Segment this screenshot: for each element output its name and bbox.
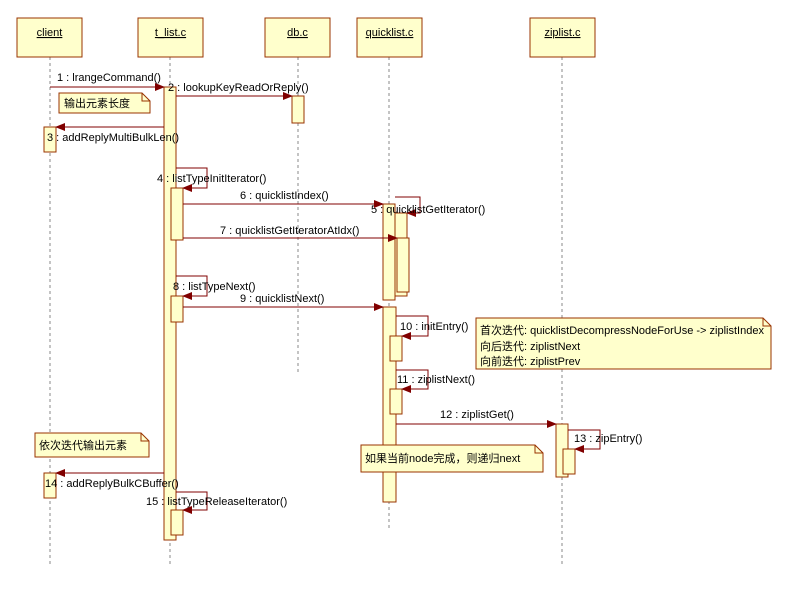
message-3: 3 : addReplyMultiBulkLen() [47,123,179,144]
activation-bar-quicklist-7 [396,237,410,293]
message-1-label: 1 : lrangeCommand() [57,72,161,84]
lifeline-ziplist: ziplist.c [529,17,596,58]
message-8: 8 : listTypeNext() [173,275,256,300]
lifeline-client: client [16,17,83,58]
message-3-label: 3 : addReplyMultiBulkLen() [47,132,179,144]
message-2: 2 : lookupKeyReadOrReply() [168,82,309,100]
message-9: 9 : quicklistNext() [183,293,384,311]
message-10: 10 : initEntry() [396,315,468,340]
activation-bar-quicklist-6 [382,203,396,301]
message-1: 1 : lrangeCommand() [50,72,165,91]
message-14: 14 : addReplyBulkCBuffer() [45,469,179,490]
message-12: 12 : ziplistGet() [396,409,557,428]
lifeline-ziplist-label: ziplist.c [544,27,581,39]
message-7-label: 7 : quicklistGetIteratorAtIdx() [220,225,359,237]
activation-bar-ziplist-13 [562,448,576,475]
message-12-label: 12 : ziplistGet() [440,409,514,421]
lifeline-db: db.c [264,17,331,58]
note-output-length: 输出元素长度 [58,92,151,114]
message-7: 7 : quicklistGetIteratorAtIdx() [183,225,398,242]
message-14-label: 14 : addReplyBulkCBuffer() [45,478,179,490]
message-8-label: 8 : listTypeNext() [173,281,256,293]
note-output-length-text: 输出元素长度 [64,96,130,110]
message-13: 13 : zipEntry() [568,429,642,453]
note-recursive-next-text: 如果当前node完成，则递归next [365,451,520,465]
message-13-label: 13 : zipEntry() [574,433,642,445]
message-9-label: 9 : quicklistNext() [240,293,324,305]
message-5: 5 : quicklistGetIterator() [371,196,485,217]
note-iterate-output-text: 依次迭代输出元素 [39,438,127,452]
lifeline-quicklist-label: quicklist.c [366,27,414,39]
message-10-label: 10 : initEntry() [400,321,468,333]
activation-bar-client-3 [43,126,57,153]
note-iteration-modes-line-3: 向前迭代: ziplistPrev [480,354,581,368]
lifeline-t-list-label: t_list.c [155,27,187,39]
message-2-label: 2 : lookupKeyReadOrReply() [168,82,309,94]
activation-bar-t-list-4 [170,187,184,241]
lifeline-db-label: db.c [287,27,308,39]
activation-bar-client-14 [43,472,57,499]
message-4-label: 4 : listTypeInitIterator() [157,173,266,185]
note-iteration-modes-line-2: 向后迭代: ziplistNext [480,339,580,353]
note-iteration-modes-line-1: 首次迭代: quicklistDecompressNodeForUse -> z… [480,323,764,337]
activation-bar-db [291,95,305,124]
message-4: 4 : listTypeInitIterator() [157,167,266,192]
message-15: 15 : listTypeReleaseIterator() [146,491,287,514]
message-15-label: 15 : listTypeReleaseIterator() [146,496,287,508]
activation-bar-quicklist-10 [389,335,403,362]
activation-bar-t-list-8 [170,295,184,323]
message-6-label: 6 : quicklistIndex() [240,190,329,202]
message-5-label: 5 : quicklistGetIterator() [371,204,485,216]
activation-bar-t-list-15 [170,509,184,536]
note-iterate-output: 依次迭代输出元素 [34,432,150,458]
message-11-label: 11 : ziplistNext() [397,374,475,386]
lifeline-t-list: t_list.c [137,17,204,58]
note-recursive-next: 如果当前node完成，则递归next [360,444,544,473]
lifeline-quicklist: quicklist.c [356,17,423,58]
note-iteration-modes: 首次迭代: quicklistDecompressNodeForUse -> z… [475,317,772,370]
message-6: 6 : quicklistIndex() [183,190,384,208]
message-11: 11 : ziplistNext() [396,369,475,393]
lifeline-client-label: client [37,27,63,39]
activation-bar-quicklist-11 [389,388,403,415]
